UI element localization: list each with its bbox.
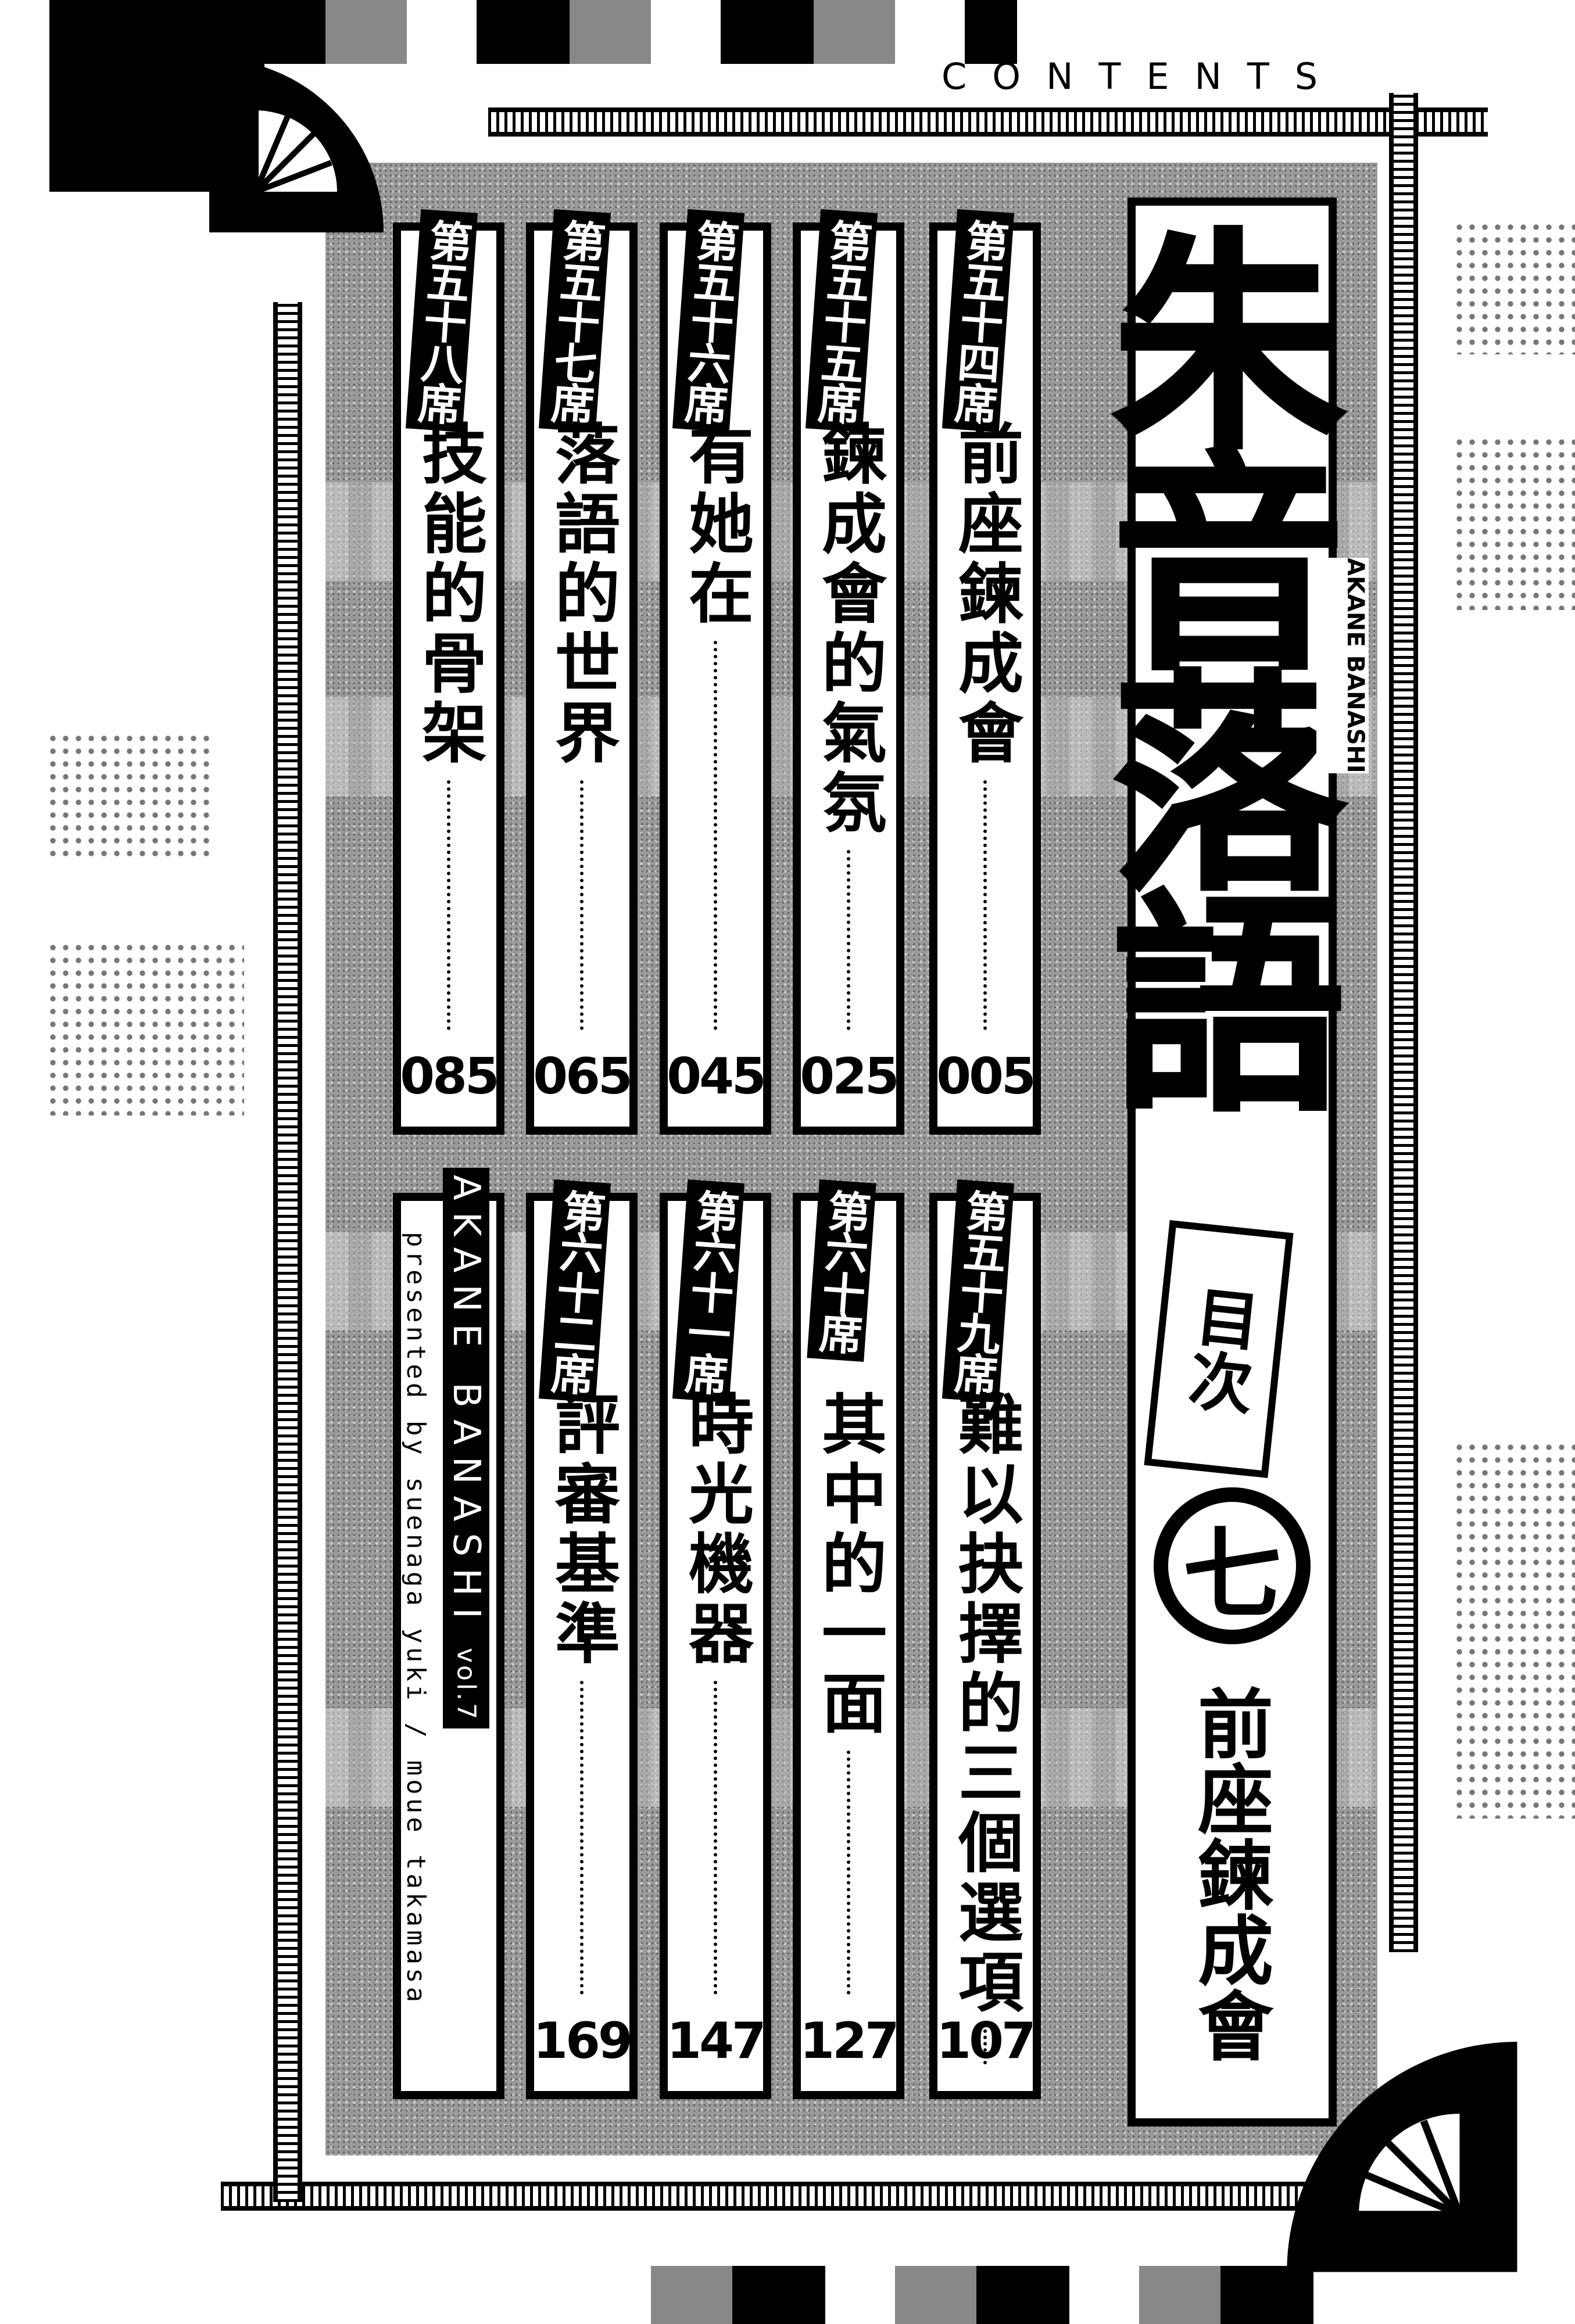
chapter-title: 鍊成會的氣氛 [811, 420, 887, 838]
chapter-title: 難以抉擇的三個選項 [947, 1390, 1023, 2018]
volume-number: 七 [1182, 1516, 1282, 1633]
contents-label: CONTENTS [942, 55, 1344, 98]
top-stripes [232, 0, 1017, 64]
chapter-title: 時光機器 [678, 1390, 754, 1669]
toc-label: 目次 [1175, 1281, 1263, 1417]
chapter-title: 評審基準 [544, 1390, 620, 1669]
dot-pattern [46, 941, 244, 1116]
volume-subtitle: 前座鍊成會 [1185, 1685, 1274, 2063]
romaji-title: AKANE BANASHI [1316, 558, 1369, 773]
frame-rail-top [488, 107, 1488, 137]
leader-dots [714, 1681, 717, 1995]
chapter-title: 其中的一面 [811, 1390, 887, 1739]
chapter-title: 前座鍊成會 [947, 420, 1023, 769]
leader-dots [983, 780, 987, 1030]
dot-pattern [1453, 1441, 1575, 1819]
folding-fan-icon [1287, 2042, 1517, 2272]
series-name: AKANE BANASHI vol.7 [443, 1168, 489, 1729]
series-title: AKANE BANASHI [445, 1175, 488, 1631]
page-number[interactable]: 005 [936, 1048, 1036, 1106]
chapter-title: 落語的世界 [544, 420, 620, 769]
dot-pattern [46, 732, 209, 860]
toc-label-box: 目次 [1144, 1220, 1294, 1479]
leader-dots [580, 780, 584, 1030]
frame-rail-right [1389, 93, 1418, 1952]
main-title: 朱音落語 [1071, 219, 1347, 1106]
leader-dots [847, 1751, 850, 1995]
page-number[interactable]: 065 [533, 1048, 633, 1106]
page-number[interactable]: 025 [800, 1048, 900, 1106]
dot-pattern [1453, 221, 1575, 354]
page-number[interactable]: 147 [667, 2012, 767, 2070]
page-number[interactable]: 085 [400, 1048, 500, 1106]
chapter-title: 技能的骨架 [411, 420, 487, 769]
leader-dots [847, 850, 850, 1030]
page-number[interactable]: 127 [800, 2012, 900, 2070]
folding-fan-icon [209, 58, 384, 232]
page-number[interactable]: 107 [936, 2012, 1036, 2070]
leader-dots [447, 780, 450, 1030]
frame-rail-bottom [221, 2182, 1383, 2211]
leader-dots [983, 2029, 987, 2064]
volume-label: vol.7 [451, 1648, 481, 1722]
dot-pattern [1453, 436, 1575, 610]
page-number[interactable]: 045 [667, 1048, 767, 1106]
leader-dots [580, 1681, 584, 1995]
credits-text: presented by suenaga yuki / moue takamas… [401, 1232, 431, 2006]
frame-rail-left [273, 302, 302, 2202]
bottom-stripes [581, 2266, 1366, 2324]
volume-badge: 七 [1154, 1487, 1311, 1644]
page-number[interactable]: 169 [533, 2012, 633, 2070]
chapter-title: 有她在 [678, 420, 754, 629]
leader-dots [714, 641, 717, 1030]
